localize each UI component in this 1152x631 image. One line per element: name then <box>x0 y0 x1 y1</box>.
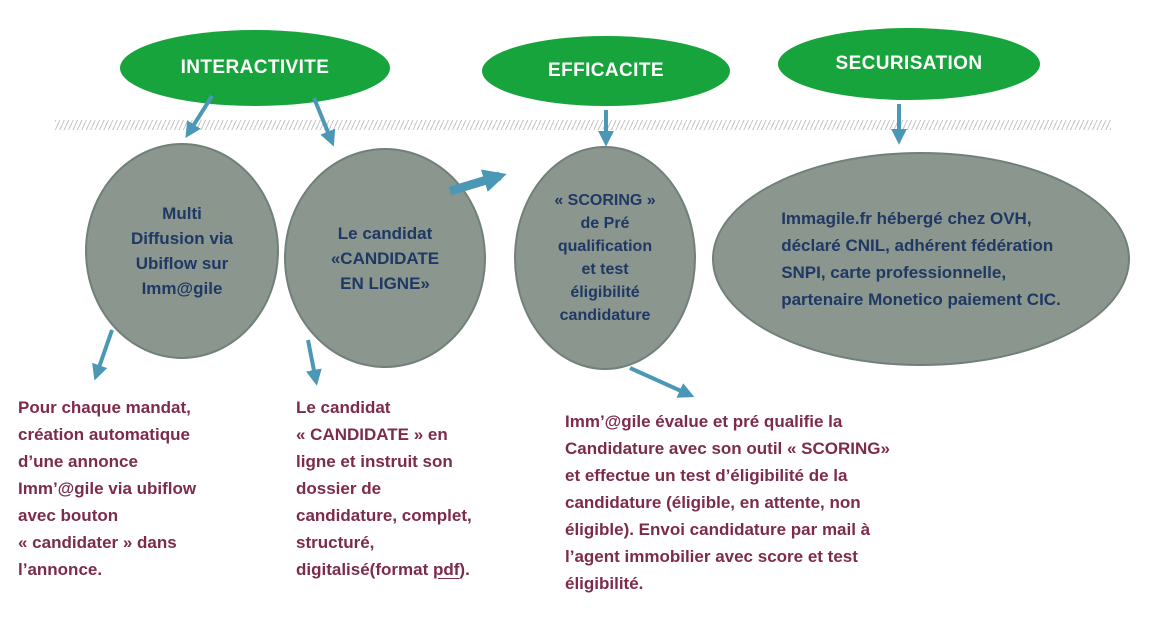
note-line-last: digitalisé(format pdf). <box>296 556 541 583</box>
note-line: Le candidat <box>296 398 391 417</box>
note-line: « candidater » dans <box>18 533 177 552</box>
bubble-line: Diffusion via <box>130 229 233 248</box>
note-line: et effectue un test d’éligibilité de la <box>565 466 848 485</box>
hatch-divider <box>55 120 1111 130</box>
note-line: Imm’@gile via ubiflow <box>18 479 197 498</box>
arrow-candidate-to-note <box>306 339 322 386</box>
note-line: ligne et instruit son <box>296 452 453 471</box>
bubble-line: Multi <box>162 204 202 223</box>
bubble-line: déclaré CNIL, adhérent fédération <box>781 236 1054 255</box>
bubble-line: Imm@gile <box>141 279 223 298</box>
note-line-underlined: pdf <box>432 560 460 579</box>
bubble-line: Ubiflow sur <box>135 254 229 273</box>
note-line: avec bouton <box>18 506 119 525</box>
note-line: d’une annonce <box>18 452 138 471</box>
green-ellipse-efficacite: EFFICACITE <box>482 36 730 106</box>
arrow-scoring-to-note <box>629 366 695 398</box>
bubble-line: SNPI, carte professionnelle, <box>781 263 1007 282</box>
bubble-line: Immagile.fr hébergé chez OVH, <box>781 209 1032 228</box>
bubble-line: candidature <box>559 307 651 324</box>
note-line: dossier de <box>296 479 382 498</box>
note-line: l’agent immobilier avec score et test <box>565 547 858 566</box>
bubble-line: EN LIGNE» <box>340 273 430 293</box>
note-line-post: ). <box>459 560 470 579</box>
bubble-securisation-details: Immagile.fr hébergé chez OVH, déclaré CN… <box>712 152 1130 366</box>
note-line: structuré, <box>296 533 375 552</box>
note-line: candidature (éligible, en attente, non <box>565 493 861 512</box>
arrow-multidiffusion-to-note <box>92 329 114 381</box>
note-line-pre: digitalisé(format <box>296 560 433 579</box>
green-label-interactivite: INTERACTIVITE <box>180 57 330 78</box>
note-line: Candidature avec son outil « SCORING» <box>565 439 890 458</box>
bubble-line: qualification <box>557 238 653 255</box>
bubble-scoring: « SCORING » de Pré qualification et test… <box>514 146 696 370</box>
bubble-line: «CANDIDATE <box>330 248 440 268</box>
bubble-multi-diffusion: Multi Diffusion via Ubiflow sur Imm@gile <box>85 143 279 359</box>
note-line: Pour chaque mandat, <box>18 398 191 417</box>
note-line: Imm’@gile évalue et pré qualifie la <box>565 412 843 431</box>
note-scoring: Imm’@gile évalue et pré qualifie la Cand… <box>565 408 975 597</box>
bubble-line: partenaire Monetico paiement CIC. <box>781 290 1061 309</box>
green-label-efficacite: EFFICACITE <box>548 60 664 81</box>
green-ellipse-interactivite: INTERACTIVITE <box>120 30 390 106</box>
bubble-line: et test <box>581 261 629 278</box>
note-line: éligible). Envoi candidature par mail à <box>565 520 871 539</box>
note-line: candidature, complet, <box>296 506 472 525</box>
bubble-line: Le candidat <box>337 223 433 243</box>
bubble-line: « SCORING » <box>554 192 656 209</box>
green-ellipse-securisation: SECURISATION <box>778 28 1040 100</box>
note-line: création automatique <box>18 425 190 444</box>
note-line: l’annonce. <box>18 560 103 579</box>
bubble-line: éligibilité <box>570 284 640 301</box>
bubble-candidate-en-ligne: Le candidat «CANDIDATE EN LIGNE» <box>284 148 486 368</box>
bubble-text-block: Immagile.fr hébergé chez OVH, déclaré CN… <box>781 205 1061 313</box>
note-line: « CANDIDATE » en <box>296 425 448 444</box>
note-mandat: Pour chaque mandat, création automatique… <box>18 394 273 583</box>
note-line: éligibilité. <box>565 574 644 593</box>
note-candidature: Le candidat « CANDIDATE » en ligne et in… <box>296 394 541 583</box>
bubble-line: de Pré <box>580 215 630 232</box>
green-label-securisation: SECURISATION <box>835 53 983 74</box>
